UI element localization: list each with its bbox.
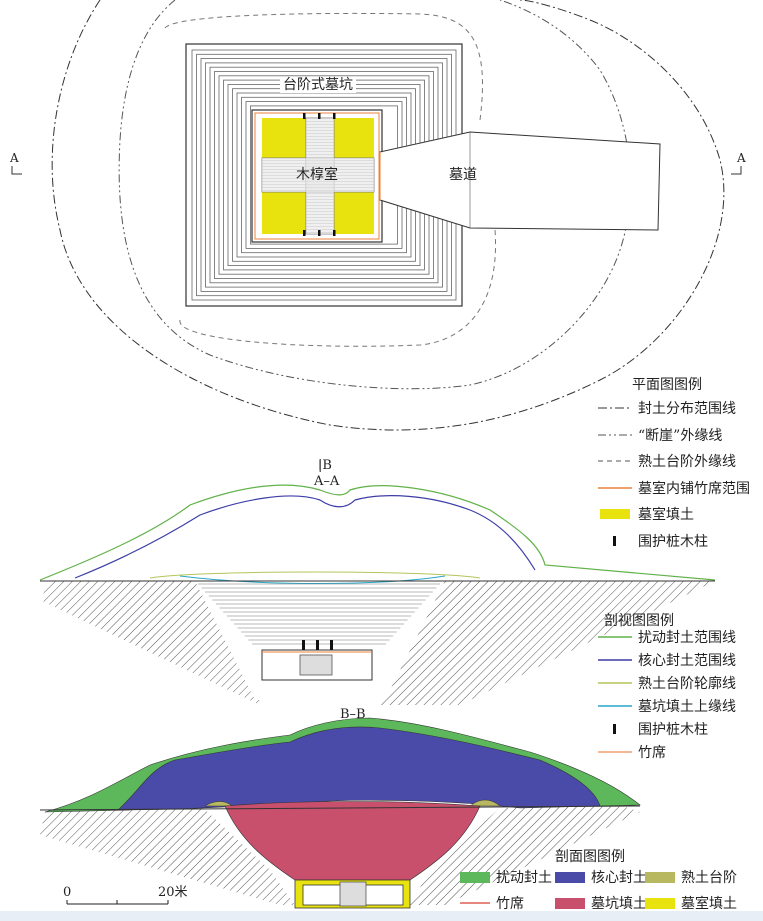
legend-label: 熟土台阶轮廓线 xyxy=(638,676,736,692)
pit-fill-bb xyxy=(224,801,481,881)
legend-row: 围护桩木柱 xyxy=(598,532,708,550)
legend-symbol xyxy=(598,746,632,758)
legend-row: 熟土台阶轮廓线 xyxy=(598,674,736,692)
legend-row: 熟土台阶外缘线 xyxy=(598,452,736,470)
legend-symbol xyxy=(598,723,632,735)
fill-top-line-aa xyxy=(179,575,446,584)
legend-label: 竹席 xyxy=(638,745,666,761)
section-bb-title: B–B xyxy=(340,707,366,722)
legend-row: 墓坑填土 xyxy=(555,894,647,912)
section-bb xyxy=(39,717,641,909)
legend-symbol xyxy=(598,508,632,520)
core-mound-fill-bb xyxy=(117,726,601,811)
ground-line-bb xyxy=(39,805,641,811)
profile-legend-title: 剖面图图例 xyxy=(555,849,625,865)
tomb-passage xyxy=(379,131,661,231)
ground-hatch-aa-left xyxy=(40,581,260,705)
legend-row: 封土分布范围线 xyxy=(598,399,736,417)
legend-row: 核心封土范围线 xyxy=(598,651,736,669)
legend-label: 墓坑填土 xyxy=(591,896,647,912)
legend-label: 封土分布范围线 xyxy=(638,401,736,417)
section-marker-left-tick xyxy=(11,166,22,175)
guard-posts-plan xyxy=(303,113,336,236)
legend-row: 熟土台阶 xyxy=(645,868,737,886)
terrace-profile-aa xyxy=(149,571,481,579)
legend-row: “断崖”外缘线 xyxy=(598,426,722,444)
legend-swatch xyxy=(555,897,585,909)
legend-row: 墓室填土 xyxy=(598,505,694,523)
pit-label: 台阶式墓坑 xyxy=(280,77,356,93)
legend-label: 扰动封土范围线 xyxy=(638,630,736,646)
section-marker-right: A xyxy=(737,151,746,165)
chamber-fill-tr xyxy=(334,118,374,158)
legend-label: 熟土台阶外缘线 xyxy=(638,454,736,470)
legend-swatch xyxy=(645,897,675,909)
b-marker: |B xyxy=(318,458,332,473)
passage-label: 墓道 xyxy=(449,167,477,183)
legend-row: 竹席 xyxy=(460,894,524,912)
stepped-pit-section-aa xyxy=(198,583,440,645)
legend-swatch xyxy=(555,871,585,883)
cliff-outer-line xyxy=(118,0,631,390)
legend-row: 扰动封土 xyxy=(460,868,552,886)
legend-row: 扰动封土范围线 xyxy=(598,628,736,646)
scale-start: 0 xyxy=(63,885,72,900)
chamber-fill-tl xyxy=(262,118,306,158)
section-aa xyxy=(39,460,716,705)
terrace-outer-line xyxy=(164,12,497,347)
legend-row: 墓坑填土上缘线 xyxy=(598,697,736,715)
scale-bar xyxy=(66,900,169,905)
section-marker-left: A xyxy=(10,151,19,165)
plan-legend-title: 平面图图例 xyxy=(632,377,702,393)
ground-hatch-aa-right xyxy=(380,581,715,705)
legend-swatch xyxy=(460,871,490,883)
legend-symbol xyxy=(598,402,632,414)
ground-hatch-bb-left xyxy=(40,805,295,905)
legend-symbol xyxy=(598,677,632,689)
bottom-strip xyxy=(0,911,763,921)
mound-boundary-line xyxy=(51,0,725,431)
legend-symbol xyxy=(598,482,632,494)
legend-symbol xyxy=(598,631,632,643)
legend-row: 墓室填土 xyxy=(645,894,737,912)
section-aa-title: A–A xyxy=(314,474,340,489)
legend-label: “断崖”外缘线 xyxy=(638,427,723,444)
legend-label: 墓坑填土上缘线 xyxy=(638,699,736,715)
legend-row: 墓室内铺竹席范围 xyxy=(598,479,750,497)
chamber-label: 木椁室 xyxy=(296,167,338,183)
chamber-fill-bl xyxy=(262,192,306,234)
legend-label: 竹席 xyxy=(496,896,524,912)
legend-label: 扰动封土 xyxy=(496,870,552,886)
legend-swatch xyxy=(460,897,490,909)
legend-label: 熟土台阶 xyxy=(681,870,737,886)
guard-posts-aa xyxy=(302,640,333,650)
section-marker-right-tick xyxy=(731,166,742,175)
legend-row: 竹席 xyxy=(598,743,666,761)
chamber-fill-br xyxy=(334,192,374,234)
legend-symbol xyxy=(598,429,632,441)
chamber-mat-line xyxy=(254,112,380,240)
plan-view xyxy=(11,0,742,431)
legend-symbol xyxy=(598,455,632,467)
legend-symbol xyxy=(598,654,632,666)
legend-label: 核心封土范围线 xyxy=(638,653,736,669)
legend-label: 围护桩木柱 xyxy=(638,533,708,550)
legend-label: 围护桩木柱 xyxy=(638,722,708,738)
legend-label: 墓室填土 xyxy=(681,896,737,912)
legend-row: 核心封土 xyxy=(555,868,647,886)
scale-end: 20米 xyxy=(158,885,188,900)
legend-swatch xyxy=(645,871,675,883)
legend-row: 围护桩木柱 xyxy=(598,720,708,738)
section-legend-title: 剖视图图例 xyxy=(604,613,674,629)
legend-symbol xyxy=(598,535,632,547)
legend-label: 核心封土 xyxy=(591,870,647,886)
legend-label: 墓室填土 xyxy=(638,507,694,523)
legend-symbol xyxy=(598,700,632,712)
legend-label: 墓室内铺竹席范围 xyxy=(638,480,750,497)
core-mound-line-aa xyxy=(74,495,536,579)
disturbed-mound-line-aa xyxy=(39,484,716,581)
